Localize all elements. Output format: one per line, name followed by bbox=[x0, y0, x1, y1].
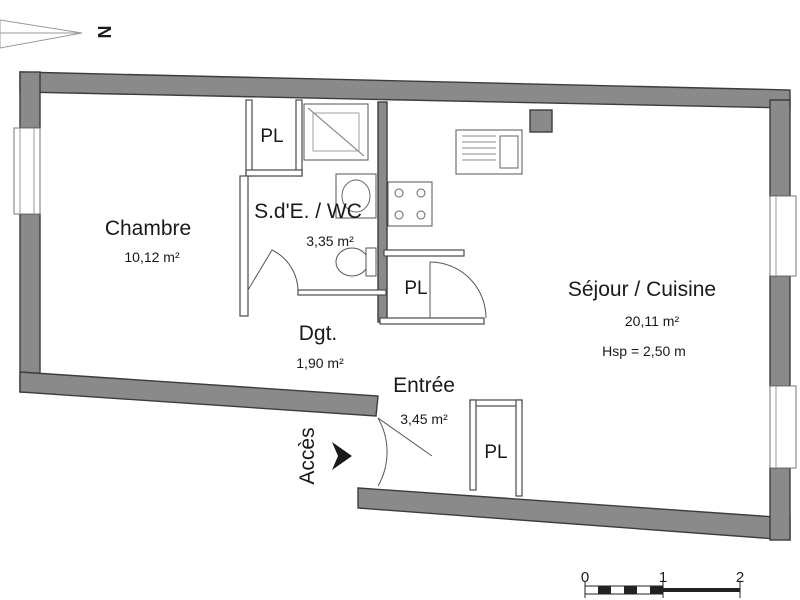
entry-arrow-icon bbox=[332, 442, 352, 470]
room-name: Séjour / Cuisine bbox=[568, 278, 716, 301]
scale-tick-label: 2 bbox=[736, 569, 744, 586]
bathroom-sink bbox=[335, 173, 377, 219]
scale-tick-label: 0 bbox=[581, 569, 589, 586]
room-sejour-cuisine: Séjour / Cuisine 20,11 m² Hsp = 2,50 m bbox=[568, 278, 716, 359]
room-chambre: Chambre 10,12 m² bbox=[105, 217, 191, 265]
ceiling-height: Hsp = 2,50 m bbox=[602, 343, 686, 359]
room-area: 10,12 m² bbox=[124, 249, 180, 265]
doors bbox=[247, 249, 487, 487]
room-area: 3,45 m² bbox=[400, 411, 448, 427]
room-name: Chambre bbox=[105, 217, 191, 240]
room-sde-wc: S.d'E. / WC 3,35 m² bbox=[254, 200, 362, 249]
room-entree: Entrée 3,45 m² bbox=[393, 374, 455, 427]
closet-label: PL bbox=[404, 278, 427, 299]
fixtures bbox=[303, 103, 523, 277]
room-dgt: Dgt. 1,90 m² bbox=[296, 322, 344, 371]
north-label: N bbox=[94, 26, 114, 39]
room-name: S.d'E. / WC bbox=[254, 200, 362, 223]
access-label: Accès bbox=[296, 427, 319, 484]
room-area: 20,11 m² bbox=[625, 313, 680, 329]
access-marker: Accès bbox=[296, 427, 352, 485]
scale-tick-label: 1 bbox=[659, 569, 667, 586]
closet-label: PL bbox=[260, 126, 283, 147]
room-name: Entrée bbox=[393, 374, 455, 397]
toilet bbox=[335, 247, 369, 277]
exterior-walls bbox=[19, 71, 791, 541]
scale-bar: 0 1 2 bbox=[581, 569, 744, 598]
cooktop bbox=[387, 181, 433, 227]
closet-label: PL bbox=[484, 442, 507, 463]
room-area: 3,35 m² bbox=[306, 233, 354, 249]
room-area: 1,90 m² bbox=[296, 355, 344, 371]
windows bbox=[13, 127, 797, 469]
compass: N bbox=[0, 19, 114, 49]
kitchen-sink bbox=[455, 129, 523, 175]
room-name: Dgt. bbox=[299, 322, 338, 345]
interior-walls bbox=[239, 99, 523, 497]
